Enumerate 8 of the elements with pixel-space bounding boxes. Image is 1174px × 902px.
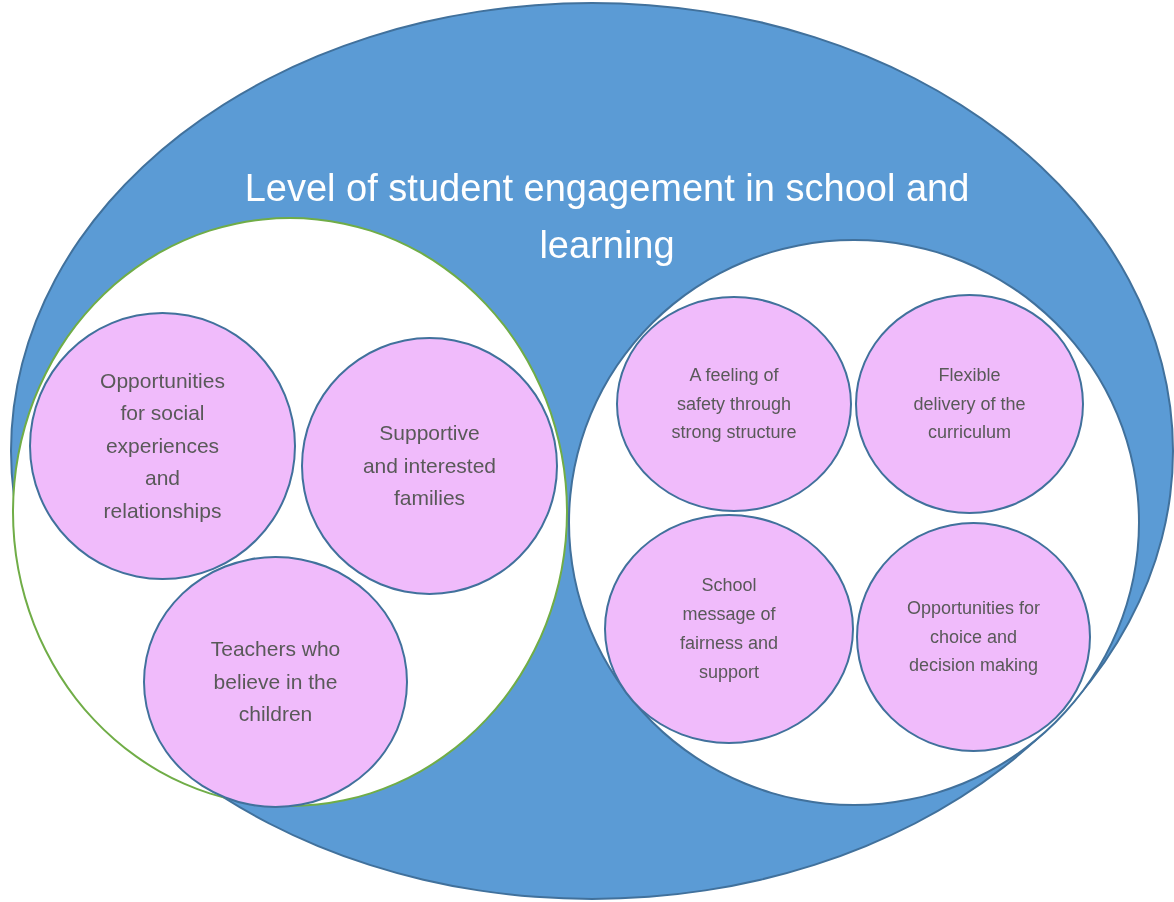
- topic-label: Flexible delivery of the curriculum: [912, 363, 1027, 445]
- topic-label: Supportive and interested families: [361, 420, 498, 512]
- topic-label: Opportunities for social experiences and relationships: [99, 367, 226, 524]
- topic-label: Opportunities for choice and decision making: [905, 596, 1042, 678]
- topic-label: School message of fairness and support: [678, 574, 780, 684]
- ellipse-label: Level of student engagement in school and learning: [243, 166, 971, 268]
- topic-label: A feeling of safety through strong structure: [670, 363, 798, 445]
- topic-label: Teachers who believe in the children: [209, 636, 342, 728]
